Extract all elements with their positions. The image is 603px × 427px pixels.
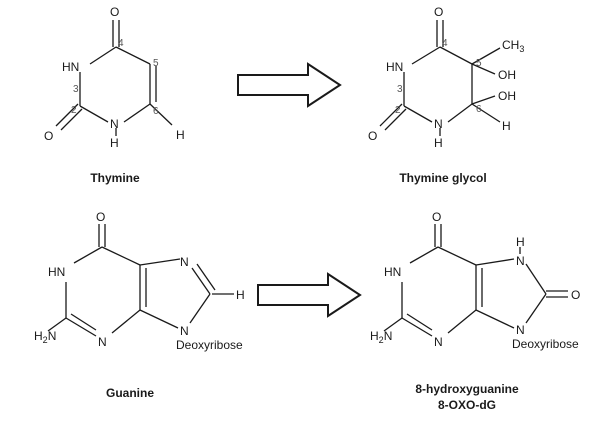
guanine-structure: O HN H2N N N H N Deoxyribose bbox=[34, 210, 245, 352]
oxo-dg-n7: N bbox=[516, 254, 525, 268]
thymine-h1: H bbox=[110, 136, 119, 150]
oxo-dg-n3: N bbox=[434, 335, 443, 349]
thymine-glycol-caption: Thymine glycol bbox=[399, 171, 486, 185]
glycol-n1: N bbox=[434, 117, 443, 131]
thymine-o2: O bbox=[44, 129, 53, 143]
oxo-dg-structure: O HN H2N N H N O N Deoxyribose bbox=[370, 210, 580, 351]
guanine-caption: Guanine bbox=[106, 386, 154, 400]
oxo-dg-h7: H bbox=[516, 235, 525, 249]
glycol-pos-3: 3 bbox=[397, 84, 403, 95]
guanine-n7: N bbox=[180, 255, 189, 269]
guanine-h8: H bbox=[236, 288, 245, 302]
thymine-pos-3: 3 bbox=[73, 84, 79, 95]
guanine-o6: O bbox=[96, 210, 105, 224]
thymine-o4: O bbox=[110, 5, 119, 19]
glycol-oh5: OH bbox=[498, 68, 516, 82]
thymine-pos-5: 5 bbox=[153, 58, 159, 69]
glycol-h6: H bbox=[502, 119, 511, 133]
thymine-pos-2: 2 bbox=[71, 105, 77, 116]
oxo-dg-caption-line2: 8-OXO-dG bbox=[438, 398, 496, 412]
reaction-arrow-bottom bbox=[257, 272, 362, 318]
thymine-pos-4: 4 bbox=[118, 38, 124, 49]
thymine-h6: H bbox=[176, 128, 185, 142]
thymine-n1: N bbox=[110, 117, 119, 131]
glycol-hn3: HN bbox=[386, 60, 403, 74]
oxo-dg-deoxyribose: Deoxyribose bbox=[512, 337, 579, 351]
thymine-glycol-structure: O HN O N H CH3 OH OH H 4 5 6 3 2 bbox=[368, 5, 524, 150]
oxo-dg-nh2: H2N bbox=[370, 329, 392, 345]
thymine-caption: Thymine bbox=[90, 171, 140, 185]
glycol-o2: O bbox=[368, 129, 377, 143]
oxo-dg-o8: O bbox=[571, 288, 580, 302]
glycol-pos-5: 5 bbox=[476, 58, 482, 69]
glycol-oh6: OH bbox=[498, 89, 516, 103]
glycol-o4: O bbox=[434, 5, 443, 19]
thymine-hn3: HN bbox=[62, 60, 79, 74]
oxo-dg-n9: N bbox=[516, 323, 525, 337]
guanine-nh2: H2N bbox=[34, 329, 56, 345]
thymine-pos-6: 6 bbox=[153, 106, 159, 117]
guanine-deoxyribose: Deoxyribose bbox=[176, 338, 243, 352]
glycol-pos-4: 4 bbox=[442, 38, 448, 49]
guanine-n3: N bbox=[98, 335, 107, 349]
oxo-dg-caption-line1: 8-hydroxyguanine bbox=[415, 382, 519, 396]
reaction-arrow-top bbox=[237, 62, 342, 108]
guanine-hn1: HN bbox=[48, 265, 65, 279]
glycol-pos-6: 6 bbox=[476, 104, 482, 115]
glycol-ch3: CH3 bbox=[502, 38, 524, 54]
guanine-n9: N bbox=[180, 324, 189, 338]
oxo-dg-o6: O bbox=[432, 210, 441, 224]
glycol-h1: H bbox=[434, 136, 443, 150]
glycol-pos-2: 2 bbox=[395, 105, 401, 116]
thymine-structure: O HN O N H H 4 5 6 3 2 bbox=[44, 5, 185, 150]
oxo-dg-hn1: HN bbox=[384, 265, 401, 279]
